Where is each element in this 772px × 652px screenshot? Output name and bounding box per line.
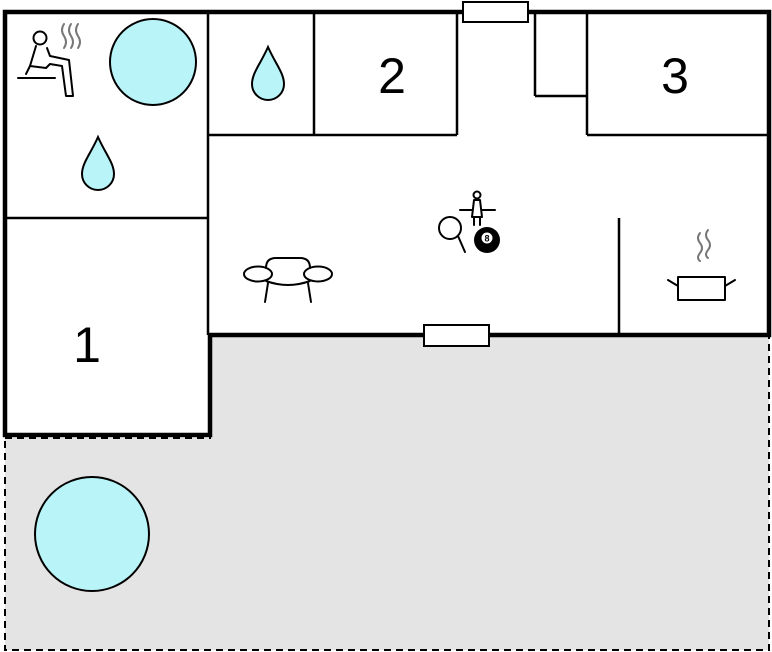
terrace-door bbox=[423, 324, 490, 347]
pool-icon bbox=[34, 476, 150, 592]
table-football-icon bbox=[459, 190, 496, 226]
hot-tub-icon bbox=[109, 18, 197, 106]
shower-icon bbox=[80, 134, 116, 191]
room-label-2: 2 bbox=[378, 48, 406, 104]
sofa-icon bbox=[243, 257, 333, 303]
window-top bbox=[462, 1, 529, 23]
sauna-icon bbox=[17, 23, 81, 97]
bathroom-icon bbox=[250, 44, 286, 101]
room-label-3: 3 bbox=[661, 48, 689, 104]
room-label-1: 1 bbox=[73, 317, 101, 373]
table-tennis-icon bbox=[438, 216, 466, 253]
interior-walls bbox=[5, 12, 769, 335]
billiards-icon: 8 bbox=[474, 227, 500, 253]
svg-text:8: 8 bbox=[484, 234, 489, 244]
house-floor bbox=[5, 12, 769, 435]
outer-wall bbox=[2, 9, 772, 438]
kitchen-icon bbox=[667, 229, 736, 301]
